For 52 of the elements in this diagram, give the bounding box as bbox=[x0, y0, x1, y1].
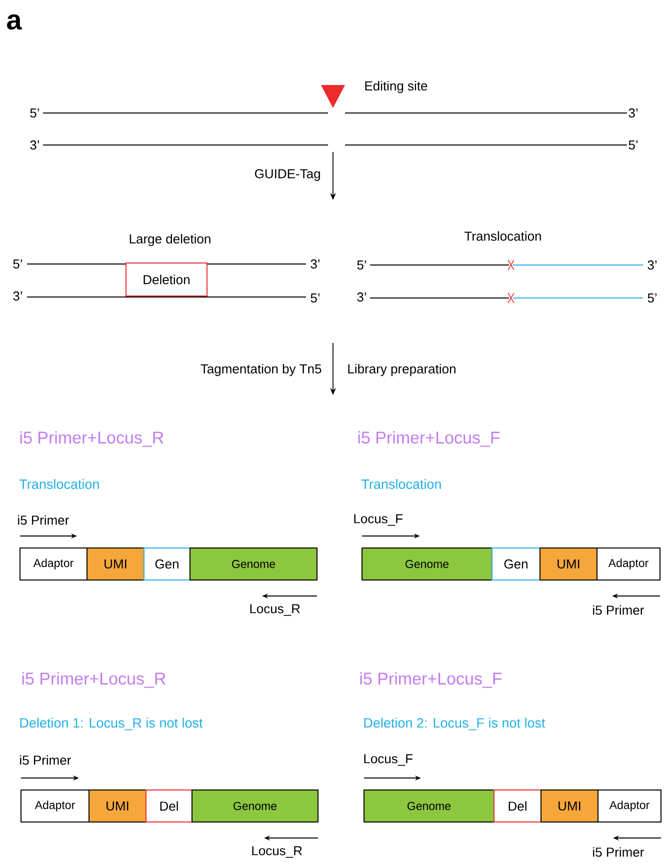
step-label: GUIDE-Tag bbox=[255, 169, 320, 181]
step-label: Tagmentation by Tn5 bbox=[200, 364, 322, 376]
case-heading: Deletion 2: Locus_F is not lost bbox=[364, 718, 546, 730]
segment-box: Genome bbox=[362, 548, 492, 580]
segment-box: Adaptor bbox=[596, 548, 660, 580]
panel-heading: i5 Primer+Locus_R bbox=[22, 672, 166, 688]
primer-label: Locus_R bbox=[250, 604, 300, 616]
strand-end-label: 3’ bbox=[648, 260, 656, 270]
strand-end-label: 5’ bbox=[30, 108, 39, 118]
section-heading: Large deletion bbox=[130, 234, 210, 246]
section-heading: Translocation bbox=[464, 231, 541, 241]
segment-box: Del bbox=[146, 790, 192, 822]
segment-box: Gen bbox=[492, 548, 540, 580]
primer-label: Locus_F bbox=[354, 514, 403, 526]
panel-heading: i5 Primer+Locus_R bbox=[20, 431, 164, 447]
strand-end-label: 3’ bbox=[628, 108, 638, 118]
panel-heading: i5 Primer+Locus_F bbox=[358, 431, 500, 447]
segment-box: Genome bbox=[192, 790, 318, 822]
strand-end-label: 3’ bbox=[30, 140, 39, 150]
primer-label: i5 Primer bbox=[20, 755, 71, 765]
segment-box: Del bbox=[494, 790, 542, 822]
strand-end-label: 3’ bbox=[357, 292, 366, 302]
panel-heading: i5 Primer+Locus_F bbox=[360, 672, 502, 688]
strand-end-label: 5’ bbox=[310, 293, 320, 303]
strand-end-label: 3’ bbox=[310, 259, 320, 269]
case-heading: Translocation bbox=[20, 479, 99, 489]
strand-end-label: 5’ bbox=[13, 259, 22, 269]
segment-box: Genome bbox=[190, 548, 318, 580]
segment-box: Adaptor bbox=[20, 790, 90, 822]
segment-box: Genome bbox=[364, 790, 494, 822]
strand-end-label: 5’ bbox=[628, 140, 638, 150]
case-heading: Translocation bbox=[362, 479, 441, 489]
primer-label: Locus_R bbox=[252, 846, 302, 858]
case-heading: Deletion 1: Locus_R is not lost bbox=[20, 718, 203, 730]
primer-label: i5 Primer bbox=[18, 515, 69, 525]
strand-end-label: 5’ bbox=[357, 260, 366, 270]
site-label: Editing site bbox=[365, 80, 428, 94]
segment-box: Gen bbox=[144, 548, 190, 580]
step-label: Library preparation bbox=[348, 364, 456, 376]
deletion-box: Deletion bbox=[126, 262, 208, 296]
segment-box: Adaptor bbox=[598, 790, 662, 822]
segment-box: UMI bbox=[540, 790, 598, 822]
panel-letter: a bbox=[7, 14, 22, 30]
primer-label: i5 Primer bbox=[593, 605, 644, 615]
primer-label: Locus_F bbox=[364, 754, 413, 766]
strand-end-label: 5’ bbox=[648, 293, 656, 303]
primer-label: i5 Primer bbox=[593, 847, 644, 857]
segment-box: UMI bbox=[540, 548, 598, 580]
segment-box: UMI bbox=[88, 790, 146, 822]
segment-box: UMI bbox=[86, 548, 144, 580]
segment-box: Adaptor bbox=[20, 548, 88, 580]
strand-end-label: 3’ bbox=[13, 291, 22, 301]
